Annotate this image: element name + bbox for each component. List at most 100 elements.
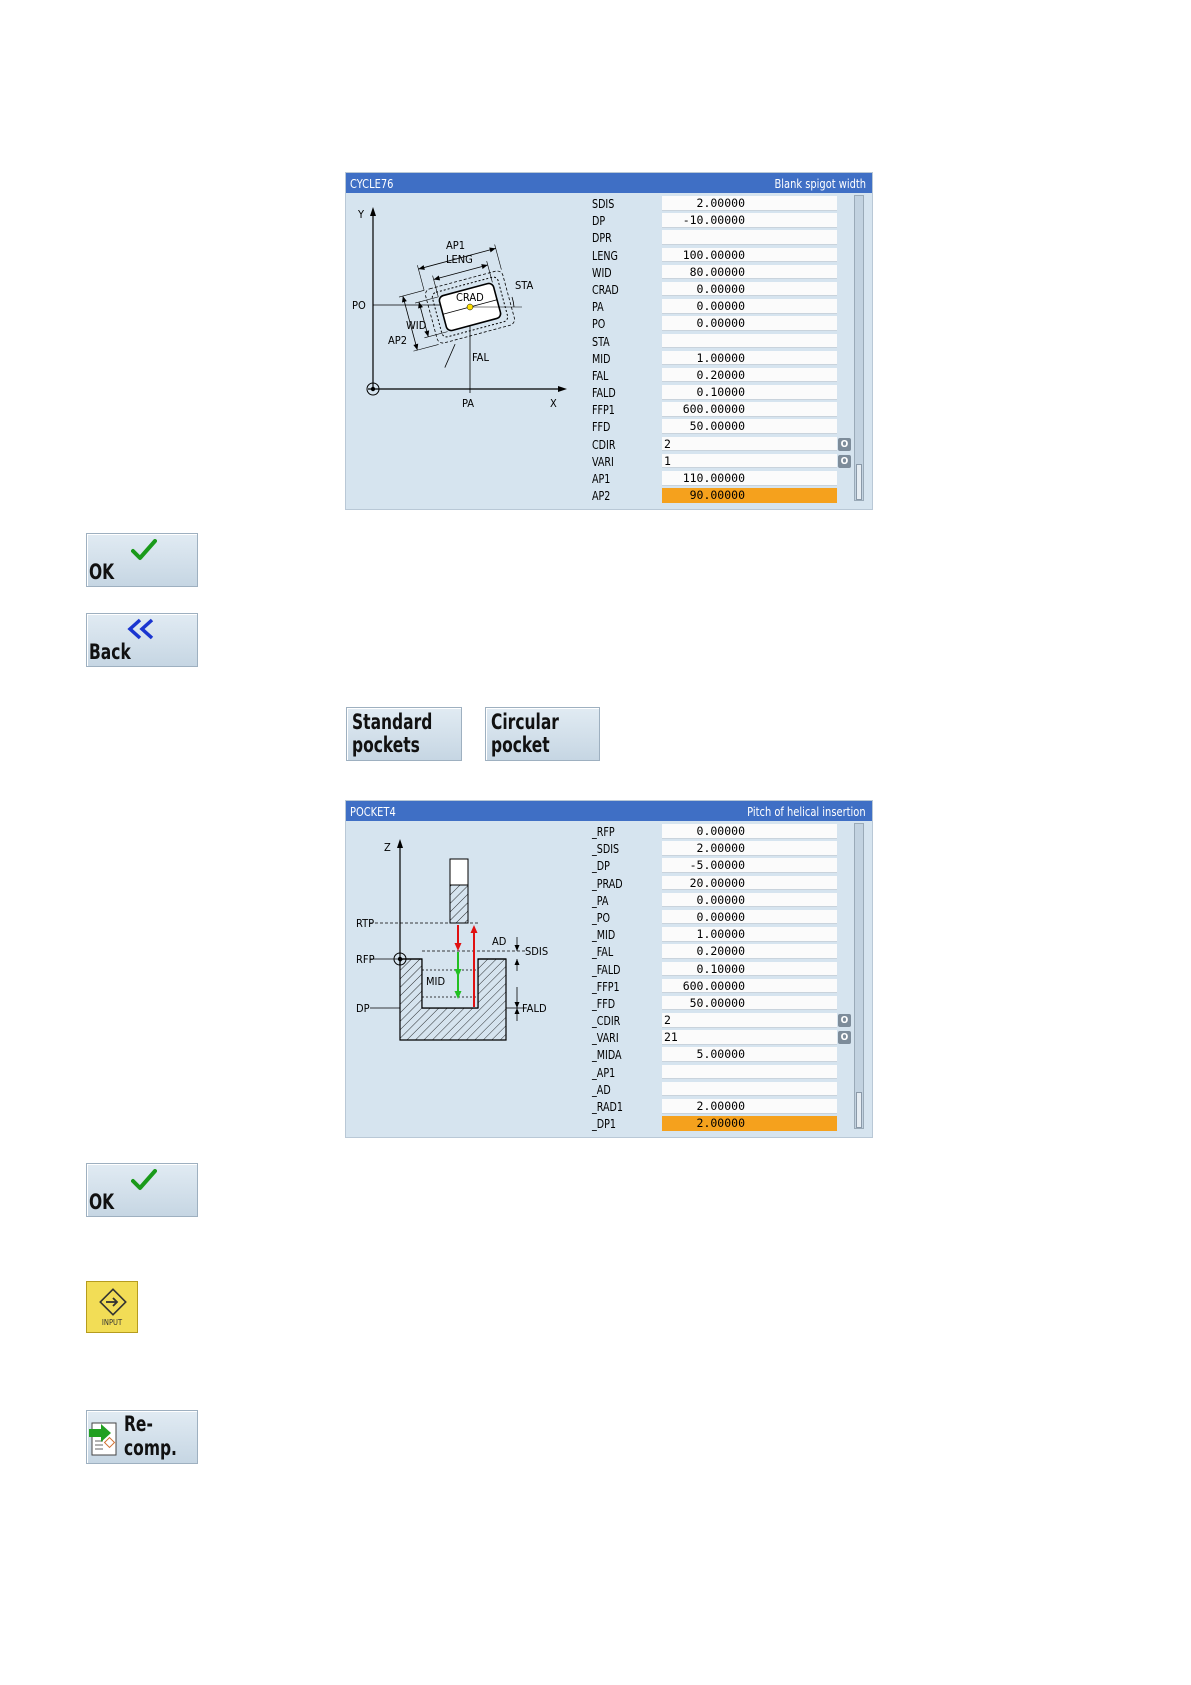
parameter-label: _RAD1 — [592, 1099, 623, 1114]
scrollbar-thumb[interactable] — [856, 1092, 862, 1128]
parameter-input[interactable]: 21 — [662, 1030, 837, 1045]
parameter-label: _MID — [592, 927, 616, 943]
recompile-button[interactable]: Re- comp. — [86, 1410, 198, 1464]
parameter-input[interactable]: 0.00000 — [662, 909, 837, 925]
parameter-row[interactable]: DP-10.00000 — [592, 212, 837, 229]
parameter-label: _SDIS — [592, 841, 620, 857]
parameter-row[interactable]: _AD — [592, 1081, 837, 1098]
parameter-row[interactable]: _DP-5.00000 — [592, 857, 837, 874]
parameter-input[interactable]: 2 — [662, 1013, 837, 1028]
parameter-label: FFD — [592, 419, 611, 435]
circular-pocket-line1: Circular — [491, 710, 559, 734]
parameter-input[interactable] — [662, 333, 837, 348]
parameter-input[interactable] — [662, 1081, 837, 1097]
parameter-input[interactable]: 2.00000 — [662, 1116, 837, 1131]
parameter-row[interactable]: STA — [592, 333, 837, 350]
parameter-input[interactable]: 5.00000 — [662, 1047, 837, 1062]
toggle-icon[interactable]: O — [838, 1031, 851, 1045]
scrollbar[interactable] — [854, 195, 864, 501]
standard-pockets-line2: pockets — [352, 733, 420, 757]
toggle-icon[interactable]: O — [838, 437, 851, 451]
parameter-input[interactable]: 0.00000 — [662, 892, 837, 908]
toggle-icon[interactable]: O — [838, 1014, 851, 1028]
parameter-input[interactable]: 2 — [662, 436, 837, 452]
scrollbar-thumb[interactable] — [856, 464, 862, 500]
parameter-input[interactable]: 600.00000 — [662, 978, 837, 994]
parameter-input[interactable]: 0.10000 — [662, 961, 837, 976]
toggle-icon[interactable]: O — [838, 454, 851, 468]
parameter-row[interactable]: DPR — [592, 229, 837, 246]
parameter-row[interactable]: PO 0.00000 — [592, 315, 837, 332]
parameter-input[interactable] — [662, 230, 837, 245]
parameter-input[interactable]: 0.20000 — [662, 944, 837, 959]
parameter-row[interactable]: SDIS 2.00000 — [592, 195, 837, 212]
ok-button[interactable]: OK — [86, 533, 198, 587]
parameter-row[interactable]: _MID 1.00000 — [592, 926, 837, 943]
parameter-row[interactable]: _AP1 — [592, 1064, 837, 1081]
parameter-input[interactable] — [662, 1064, 837, 1080]
parameter-value: 2 — [664, 436, 671, 451]
parameter-input[interactable]: 1.00000 — [662, 350, 837, 366]
parameter-input[interactable]: -5.00000 — [662, 858, 837, 873]
parameter-input[interactable]: 2.00000 — [662, 1099, 837, 1114]
circular-pocket-button[interactable]: Circular pocket — [485, 707, 600, 761]
parameter-input[interactable]: 110.00000 — [662, 471, 837, 486]
parameter-input[interactable]: 1 — [662, 453, 837, 469]
parameter-label: PO — [592, 316, 606, 332]
parameter-input[interactable]: 2.00000 — [662, 196, 837, 211]
scrollbar[interactable] — [854, 823, 864, 1129]
parameter-label: SDIS — [592, 196, 615, 211]
back-button[interactable]: Back — [86, 613, 198, 667]
parameter-input[interactable]: 50.00000 — [662, 419, 837, 434]
input-key[interactable]: INPUT — [86, 1281, 138, 1333]
parameter-input[interactable]: 20.00000 — [662, 875, 837, 891]
parameter-input[interactable]: 0.00000 — [662, 824, 837, 839]
parameter-row[interactable]: _SDIS 2.00000 — [592, 840, 837, 857]
parameter-input[interactable]: 50.00000 — [662, 995, 837, 1011]
parameter-input[interactable]: 2.00000 — [662, 841, 837, 856]
parameter-input[interactable]: 100.00000 — [662, 247, 837, 263]
parameter-input[interactable]: -10.00000 — [662, 213, 837, 228]
standard-pockets-button[interactable]: Standard pockets — [346, 707, 462, 761]
diagram-label-fald: FALD — [522, 1002, 547, 1015]
parameter-input[interactable]: 1.00000 — [662, 927, 837, 942]
parameter-input[interactable]: 0.00000 — [662, 299, 837, 314]
parameter-input[interactable]: 80.00000 — [662, 264, 837, 280]
parameter-input[interactable]: 600.00000 — [662, 402, 837, 417]
parameter-value: 2.00000 — [696, 1116, 745, 1131]
parameter-value: 0.00000 — [696, 892, 745, 907]
parameter-input[interactable]: 0.20000 — [662, 367, 837, 383]
parameter-row[interactable]: _RAD1 2.00000 — [592, 1098, 837, 1115]
parameter-input[interactable]: 0.00000 — [662, 316, 837, 331]
ok-button[interactable]: OK — [86, 1163, 198, 1217]
parameter-input[interactable]: 0.00000 — [662, 281, 837, 297]
parameter-input[interactable]: 0.10000 — [662, 385, 837, 400]
parameter-row[interactable]: FFD 50.00000 — [592, 418, 837, 435]
parameter-input[interactable]: 90.00000 — [662, 488, 837, 503]
panel-title: POCKET4 — [350, 803, 396, 819]
